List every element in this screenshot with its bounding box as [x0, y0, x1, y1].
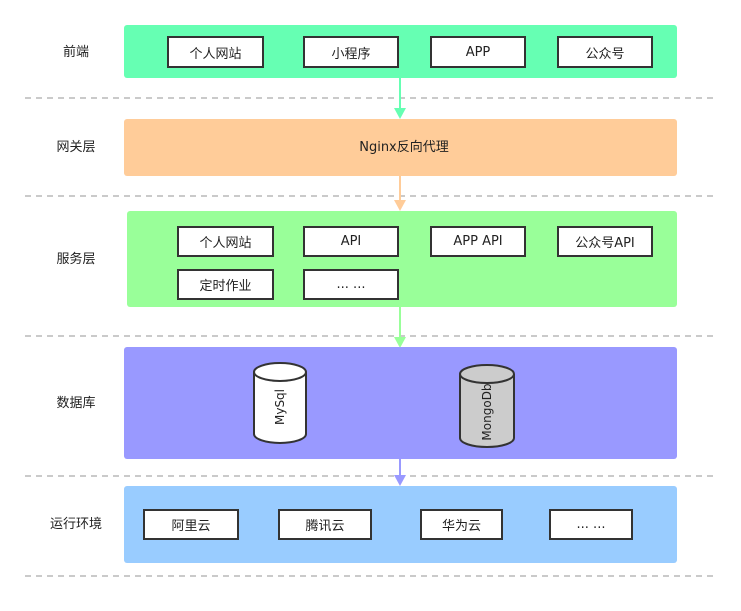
- runtime-node-tencent-cloud: 腾讯云: [278, 509, 372, 540]
- arrow-database-to-runtime: [394, 459, 406, 486]
- mysql-icon: [253, 362, 307, 444]
- layer-label-runtime: 运行环境: [49, 517, 102, 532]
- runtime-node-aliyun: 阿里云: [143, 509, 239, 540]
- mongodb-icon: [459, 364, 515, 448]
- database-band: [124, 347, 677, 459]
- frontend-node-personal-site: 个人网站: [167, 36, 264, 68]
- layer-label-frontend: 前端: [62, 45, 89, 60]
- gateway-band: [124, 119, 677, 176]
- service-node-app-api: APP API: [430, 226, 526, 257]
- gateway-nginx-proxy: Nginx反向代理: [359, 140, 449, 155]
- frontend-node-app: APP: [430, 36, 526, 68]
- arrow-frontend-to-gateway: [394, 78, 406, 119]
- service-node-scheduled-job: 定时作业: [177, 269, 274, 300]
- arrow-service-to-database: [394, 307, 406, 348]
- service-node-personal-site: 个人网站: [177, 226, 274, 257]
- database-label-mongodb: MongoDb: [480, 383, 494, 441]
- service-node-more: ... ...: [303, 269, 399, 300]
- frontend-node-official-account: 公众号: [557, 36, 653, 68]
- database-label-mysql: MySql: [273, 388, 287, 426]
- arrow-gateway-to-service: [394, 176, 406, 211]
- service-node-api: API: [303, 226, 399, 257]
- runtime-node-huawei-cloud: 华为云: [420, 509, 503, 540]
- service-node-official-account-api: 公众号API: [557, 226, 653, 257]
- frontend-node-mini-program: 小程序: [303, 36, 399, 68]
- layer-label-gateway: 网关层: [56, 140, 96, 155]
- runtime-node-more: ... ...: [549, 509, 633, 540]
- layer-label-service: 服务层: [56, 252, 96, 267]
- layer-label-database: 数据库: [56, 396, 96, 411]
